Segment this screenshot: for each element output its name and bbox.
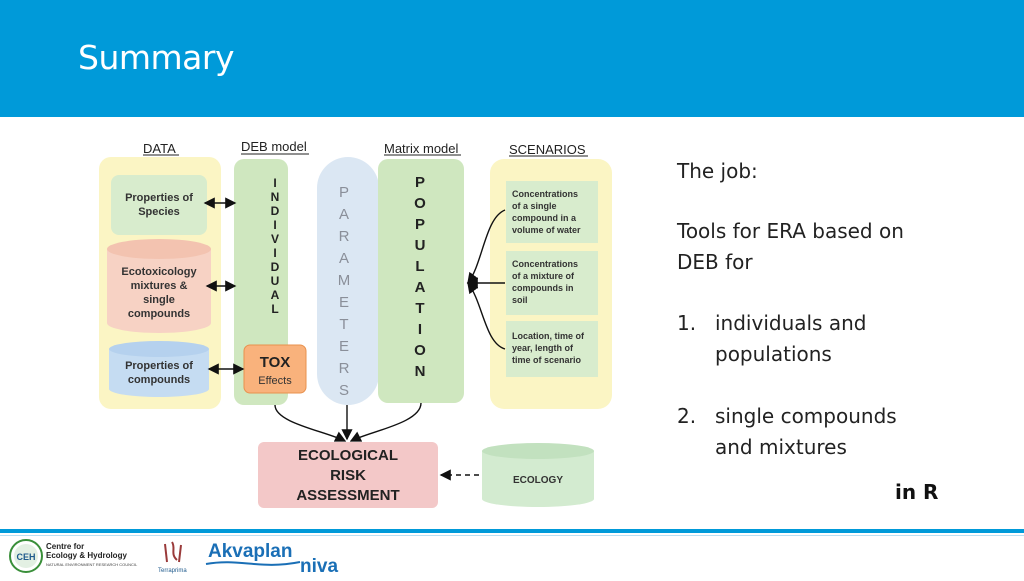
goal-list: 1. individuals and populations 2. single…	[677, 308, 925, 494]
svg-text:T: T	[339, 316, 348, 333]
svg-text:N: N	[415, 363, 426, 380]
scenario-soil-box	[506, 251, 598, 315]
ceh-abbr: CEH	[16, 552, 35, 562]
svg-text:S: S	[339, 382, 349, 399]
svg-text:P: P	[415, 174, 425, 191]
svg-text:I: I	[273, 176, 276, 190]
svg-text:O: O	[414, 195, 426, 212]
era-deb-diagram: DATA DEB model Matrix model SCENARIOS Pr…	[95, 133, 620, 513]
svg-text:M: M	[338, 272, 351, 289]
list-number: 2.	[677, 404, 697, 428]
svg-text:I: I	[418, 321, 422, 338]
svg-text:A: A	[271, 288, 280, 302]
svg-text:R: R	[339, 228, 350, 245]
list-text: individuals and populations	[715, 311, 867, 366]
scenario-location-box	[506, 321, 598, 377]
tox-title: TOX	[260, 354, 291, 371]
svg-text:V: V	[271, 232, 279, 246]
list-item: 2. single compounds and mixtures	[677, 401, 925, 463]
ecology-label: ECOLOGY	[513, 475, 563, 486]
svg-text:I: I	[273, 246, 276, 260]
svg-text:L: L	[271, 302, 278, 316]
terraprima-label: Terraprima	[158, 568, 187, 574]
era-box	[258, 442, 438, 508]
ceh-line1: Centre for	[46, 542, 84, 551]
compounds-cylinder	[109, 349, 209, 397]
svg-text:U: U	[415, 237, 426, 254]
job-heading: The job:	[677, 159, 758, 183]
in-r-label: in R	[895, 480, 939, 504]
akvaplan-logo: Akvaplan niva	[205, 541, 338, 577]
parameters-ellipse	[317, 157, 379, 405]
slide-title: Summary	[78, 38, 234, 77]
ceh-line3: NATURAL ENVIRONMENT RESEARCH COUNCIL	[46, 562, 138, 567]
footer-rule	[0, 529, 1024, 533]
ceh-line2: Ecology & Hydrology	[46, 551, 127, 560]
list-text: single compounds and mixtures	[715, 404, 897, 459]
footer-logos: CEH Centre for Ecology & Hydrology NATUR…	[0, 536, 400, 577]
terraprima-logo: Terraprima	[158, 541, 187, 574]
header-deb-model: DEB model	[241, 139, 307, 154]
akvaplan-word: Akvaplan	[208, 541, 292, 562]
svg-text:P: P	[339, 184, 349, 201]
individual-panel	[234, 159, 288, 405]
footer-rule-thin	[0, 535, 1024, 536]
svg-text:E: E	[339, 294, 349, 311]
svg-text:A: A	[415, 279, 426, 296]
tools-text: Tools for ERA based on DEB for	[677, 219, 904, 274]
population-panel	[378, 159, 464, 403]
svg-text:E: E	[339, 338, 349, 355]
scenario-water-box	[506, 181, 598, 243]
svg-text:N: N	[271, 190, 280, 204]
list-item: 1. individuals and populations	[677, 308, 925, 370]
svg-text:A: A	[339, 206, 349, 223]
svg-text:L: L	[415, 258, 424, 275]
tox-sub: Effects	[258, 375, 292, 387]
niva-word: niva	[300, 556, 338, 576]
ceh-logo: CEH Centre for Ecology & Hydrology NATUR…	[9, 539, 138, 573]
svg-text:I: I	[273, 218, 276, 232]
svg-text:O: O	[414, 342, 426, 359]
ecotox-cylinder	[107, 249, 211, 333]
list-number: 1.	[677, 311, 697, 335]
title-bar: Summary	[0, 0, 1024, 117]
svg-text:P: P	[415, 216, 425, 233]
svg-text:T: T	[415, 300, 424, 317]
svg-text:R: R	[339, 360, 350, 377]
svg-text:D: D	[271, 204, 280, 218]
svg-text:D: D	[271, 260, 280, 274]
header-matrix-model: Matrix model	[384, 141, 459, 156]
species-box	[111, 175, 207, 235]
header-data: DATA	[143, 141, 176, 156]
header-scenarios: SCENARIOS	[509, 142, 586, 157]
svg-text:U: U	[271, 274, 280, 288]
svg-text:A: A	[339, 250, 349, 267]
ecology-cylinder	[482, 451, 594, 507]
